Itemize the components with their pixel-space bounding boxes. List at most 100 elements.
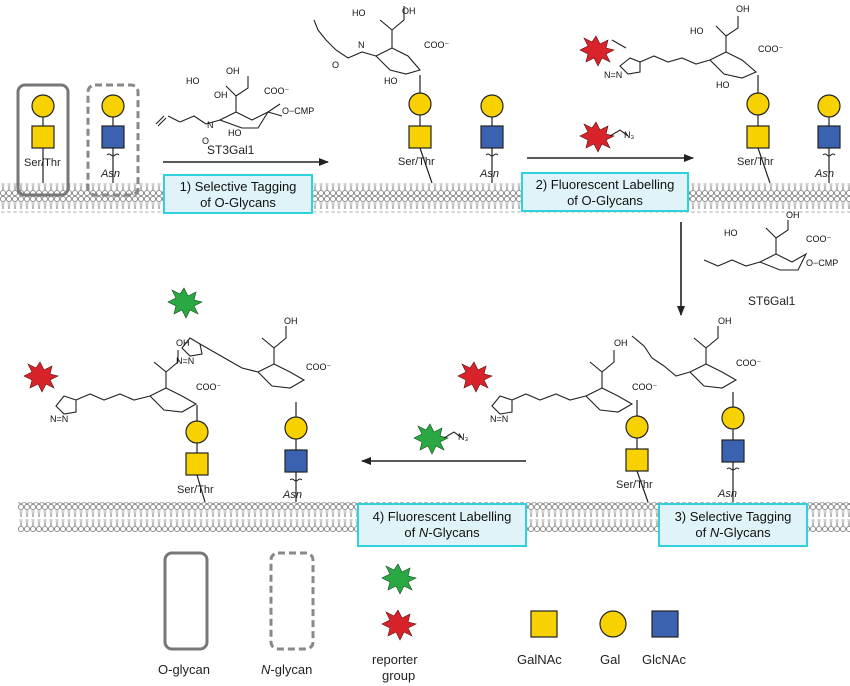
gal-residue — [31, 94, 55, 118]
chem-n-eq-n: N=N — [176, 356, 194, 366]
step4-line2: of N-Glycans — [404, 525, 480, 540]
cmp-sialic-acid-reagent-1 — [155, 76, 283, 129]
green-star-reporter-panel5 — [167, 287, 203, 319]
enzyme-st3gal1: ST3Gal1 — [207, 143, 255, 157]
chem-coo: COO⁻ — [806, 234, 832, 244]
membrane-top — [0, 183, 850, 213]
chem-oh: OH — [614, 338, 628, 348]
legend-n-glycan-label: N-glycan — [261, 662, 312, 677]
chem-oh: OH — [736, 4, 750, 14]
chem-o-cmp: O−CMP — [806, 258, 838, 268]
chem-n: N — [358, 40, 365, 50]
chem-oh: HO — [352, 8, 366, 18]
n-glycan-4: Asn — [717, 392, 745, 502]
n-glycan-5: Asn — [282, 402, 308, 502]
legend-galnac-icon — [530, 610, 558, 638]
chem-coo: COO⁻ — [632, 382, 658, 392]
step1-box: 1) Selective Tagging of O-Glycans — [163, 174, 313, 214]
chem-coo: COO⁻ — [196, 382, 222, 392]
o-glycan-4: Ser/Thr — [616, 400, 653, 503]
step2-line2: of O-Glycans — [567, 193, 643, 208]
red-star-reporter-panel5 — [23, 361, 59, 393]
chem-n-eq-n: N=N — [604, 70, 622, 80]
chem-o: O — [202, 136, 209, 146]
n-glycan-2: Asn — [479, 94, 504, 183]
step3-line1: 3) Selective Tagging — [674, 509, 792, 524]
n-glycan-outline-highlight — [86, 83, 140, 197]
cmp-sialic-acid-reagent-2 — [703, 220, 808, 271]
sialic-acid-tagged-4 — [631, 326, 738, 389]
ser-thr-label: Ser/Thr — [616, 479, 653, 491]
o-glycan-outline-highlight — [16, 83, 70, 197]
red-star-azide-reagent-1 — [579, 121, 615, 153]
n-glycan-3: Asn — [814, 94, 841, 183]
asn-label: Asn — [814, 168, 834, 180]
enzyme-st6gal1: ST6Gal1 — [748, 294, 796, 308]
step1-line2: of O-Glycans — [200, 195, 276, 210]
chem-oh: HO — [186, 76, 200, 86]
chem-coo: COO⁻ — [736, 358, 762, 368]
step4-line1: 4) Fluorescent Labelling — [372, 509, 512, 524]
chem-n-eq-n: N=N — [490, 414, 508, 424]
chem-oh: OH — [718, 316, 732, 326]
o-glycan-1: Ser/Thr — [24, 94, 61, 183]
o-glycan-3: Ser/Thr — [737, 75, 774, 184]
legend-gal-icon — [599, 610, 627, 638]
step2-line1: 2) Fluorescent Labelling — [535, 177, 675, 192]
legend-reporter-label-line1: reporter — [372, 652, 418, 667]
glcnac-residue — [101, 125, 125, 149]
legend-green-star-icon — [381, 563, 417, 595]
sialic-acid-labelled-3 — [611, 16, 758, 79]
legend-galnac-label: GalNAc — [517, 652, 562, 667]
asn-label: Asn — [717, 488, 737, 500]
ser-thr-label: Ser/Thr — [398, 156, 435, 168]
sialic-acid-tagged-2 — [313, 6, 421, 75]
chem-o-cmp: O−CMP — [282, 106, 314, 116]
chem-ho: HO — [716, 80, 730, 90]
chem-oh: HO — [724, 228, 738, 238]
ser-thr-label: Ser/Thr — [24, 157, 61, 169]
sialic-acid-labelled-4 — [491, 350, 634, 415]
step1-line1: 1) Selective Tagging — [179, 179, 297, 194]
sialic-acid-labelled-5b — [181, 326, 306, 389]
galnac-residue — [31, 125, 55, 149]
legend-glcnac-icon — [651, 610, 679, 638]
azide-n3: N₃ — [624, 130, 634, 140]
red-star-reporter-panel4 — [457, 361, 493, 393]
chem-coo: COO⁻ — [264, 86, 290, 96]
chem-o: O — [332, 60, 339, 70]
chem-n: N — [207, 120, 214, 130]
o-glycan-2: Ser/Thr — [398, 75, 435, 184]
chem-ho: HO — [228, 128, 242, 138]
chem-n-eq-n: N=N — [50, 414, 68, 424]
o-glycan-5: Ser/Thr — [177, 405, 214, 503]
chem-oh: OH — [226, 66, 240, 76]
legend-o-glycan-label: O-glycan — [158, 662, 210, 677]
n-glycan-1: Asn — [100, 94, 125, 183]
legend-glcnac-label: GlcNAc — [642, 652, 687, 667]
red-star-reporter-panel3 — [579, 35, 615, 67]
azide-n3: N₃ — [458, 432, 468, 442]
gal-residue — [101, 94, 125, 118]
step4-box: 4) Fluorescent Labelling of N-Glycans — [357, 503, 527, 547]
ser-thr-label: Ser/Thr — [177, 484, 214, 496]
chem-oh: OH — [786, 210, 800, 220]
sialic-acid-labelled-5a — [55, 350, 198, 415]
chem-coo: COO⁻ — [758, 44, 784, 54]
chem-oh: OH — [176, 338, 190, 348]
asn-label: Asn — [100, 168, 120, 180]
chem-oh: OH — [284, 316, 298, 326]
ser-thr-label: Ser/Thr — [737, 156, 774, 168]
step2-box: 2) Fluorescent Labelling of O-Glycans — [521, 172, 689, 212]
chem-oh: OH — [402, 6, 416, 16]
legend-red-star-icon — [381, 609, 417, 641]
chem-coo: COO⁻ — [424, 40, 450, 50]
chem-ho: HO — [384, 76, 398, 86]
chem-coo: COO⁻ — [306, 362, 332, 372]
green-star-azide-reagent-2 — [413, 423, 449, 455]
asn-label: Asn — [282, 489, 302, 501]
legend-gal-label: Gal — [600, 652, 620, 667]
chem-oh: HO — [690, 26, 704, 36]
chem-oh: OH — [214, 90, 228, 100]
